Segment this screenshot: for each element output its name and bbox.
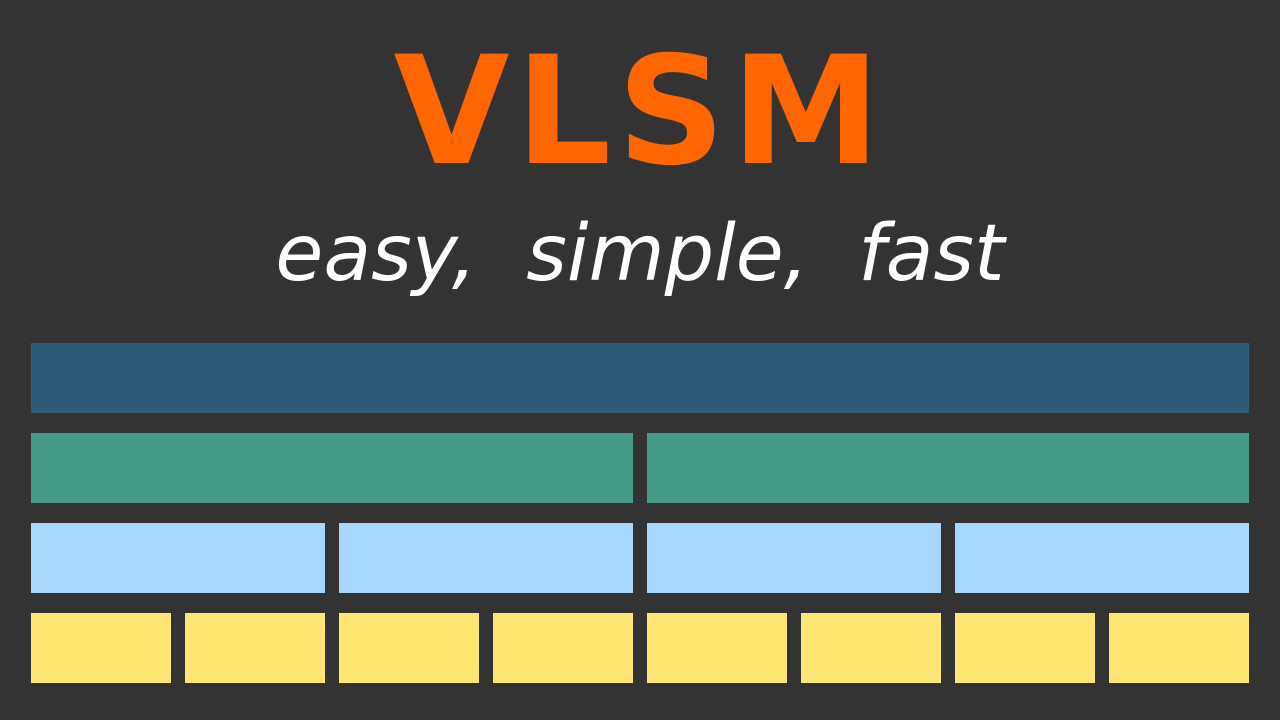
subnet-diagram — [31, 343, 1249, 683]
subnet-row-4 — [31, 613, 1249, 683]
subnet-row-2 — [31, 433, 1249, 503]
subnet-block — [955, 613, 1095, 683]
subnet-block — [955, 523, 1249, 593]
subnet-block — [339, 613, 479, 683]
subnet-block — [493, 613, 633, 683]
subnet-row-3 — [31, 523, 1249, 593]
subnet-block — [339, 523, 633, 593]
subtitle: easy, simple, fast — [275, 209, 1005, 299]
subnet-block — [31, 613, 171, 683]
subnet-block — [801, 613, 941, 683]
subnet-block — [31, 433, 633, 503]
subnet-block — [647, 613, 787, 683]
subnet-block — [647, 523, 941, 593]
subnet-block — [647, 433, 1249, 503]
subnet-block — [31, 343, 1249, 413]
subnet-block — [185, 613, 325, 683]
subnet-block — [1109, 613, 1249, 683]
subnet-row-1 — [31, 343, 1249, 413]
subnet-block — [31, 523, 325, 593]
page-title: VLSM — [393, 25, 887, 199]
